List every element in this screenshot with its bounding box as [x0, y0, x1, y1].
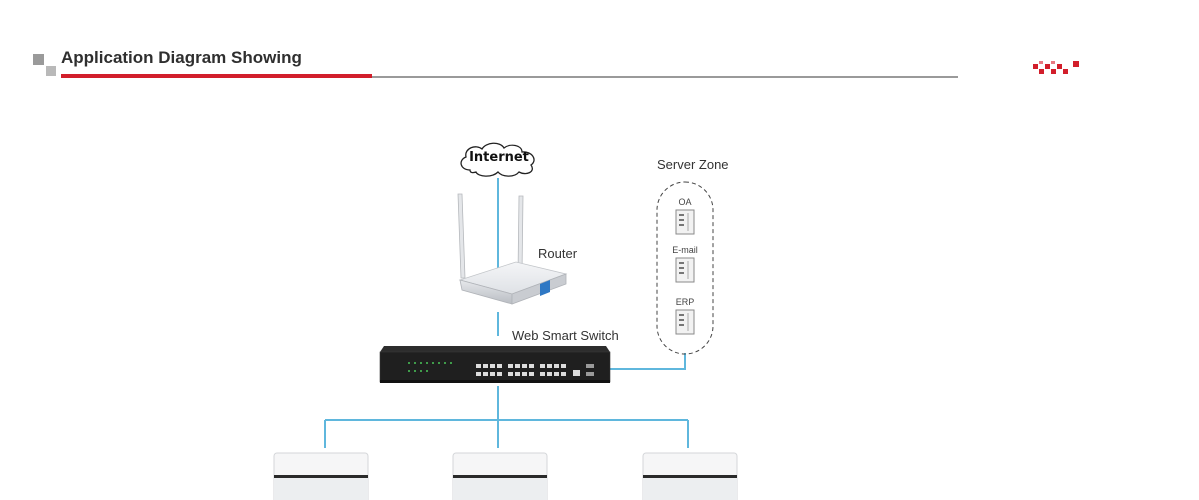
header-decor-square [33, 54, 44, 65]
router-icon [457, 193, 568, 305]
server-icon [675, 257, 695, 283]
server-label-email: E-mail [672, 245, 698, 255]
web-smart-switch-icon [379, 346, 611, 383]
server-label-erp: ERP [675, 297, 695, 307]
access-point-icon [452, 452, 548, 500]
server-zone-boundary [656, 181, 714, 355]
server-icon [675, 209, 695, 235]
title-underline [61, 76, 958, 78]
server-label-oa: OA [678, 197, 692, 207]
switch-label: Web Smart Switch [512, 328, 619, 343]
header-decor-square [46, 66, 56, 76]
internet-cloud-icon [460, 142, 535, 177]
red-pixel-logo-icon [1033, 61, 1079, 74]
server-zone-label: Server Zone [657, 157, 729, 172]
access-point-icon [642, 452, 738, 500]
server-icon [675, 309, 695, 335]
switch-server-link [610, 353, 686, 370]
title-accent-bar [61, 74, 372, 78]
access-point-icon [273, 452, 369, 500]
router-label: Router [538, 246, 578, 261]
page-title: Application Diagram Showing [61, 48, 302, 67]
internet-label: Internet [469, 150, 529, 165]
